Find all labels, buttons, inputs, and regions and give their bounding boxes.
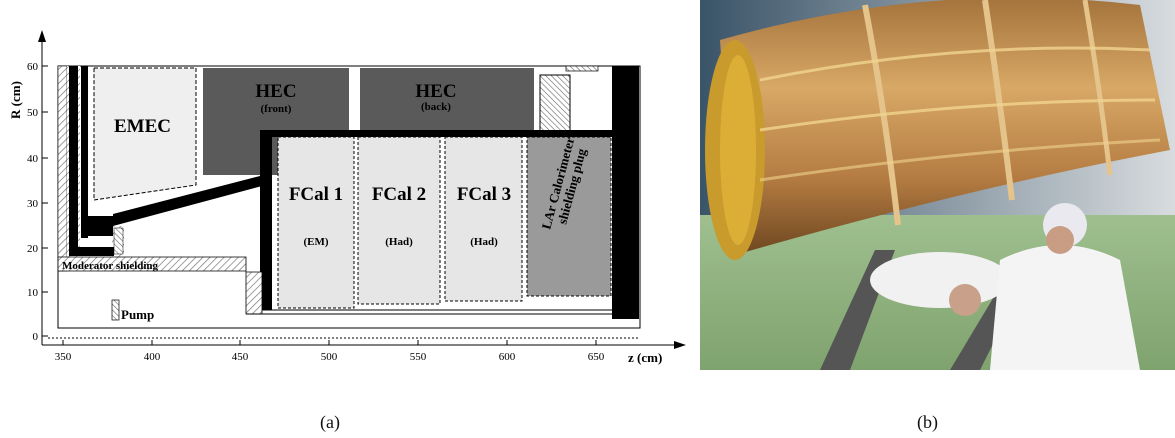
support-tube <box>113 176 262 226</box>
cold-wall-block <box>81 216 113 236</box>
cold-wall-bottom <box>69 247 114 256</box>
hatched-strip-top <box>565 65 599 72</box>
y-axis: R (cm) <box>8 30 46 345</box>
hec-front-title: HEC <box>255 81 296 102</box>
caption-b: (b) <box>917 412 938 432</box>
x-axis-label: z (cm) <box>628 350 662 365</box>
x-tick-label: 450 <box>232 351 249 363</box>
y-tick-label: 40 <box>27 153 39 165</box>
x-axis: z (cm) <box>42 341 686 365</box>
calorimeter-photo <box>700 0 1175 370</box>
worker-standing-body <box>990 245 1140 370</box>
fcal3-module <box>444 136 523 302</box>
worker-lying-head <box>949 284 981 316</box>
y-ticks: 60 50 40 30 20 10 0 <box>27 61 48 343</box>
y-tick-label: 60 <box>27 61 39 73</box>
x-ticks: 350 400 450 500 550 600 650 <box>55 340 605 363</box>
cylinder-band <box>1082 0 1113 176</box>
cylinder-stripe <box>759 98 1156 132</box>
fcal2-module <box>357 136 441 305</box>
cylinder-band <box>982 0 1015 201</box>
fcal-frame-top <box>260 130 614 137</box>
worker-lying-body <box>870 252 1010 308</box>
x-tick-label: 650 <box>588 351 605 363</box>
pump-label: Pump <box>121 307 154 322</box>
cylinder-stripe <box>759 46 1151 82</box>
detector-layout-diagram: R (cm) z (cm) 60 50 40 30 20 10 0 350 40… <box>8 30 686 365</box>
shielding-plug <box>526 136 612 297</box>
y-tick-label: 0 <box>33 331 39 343</box>
y-axis-label: R (cm) <box>8 81 23 119</box>
y-tick-label: 10 <box>27 287 39 299</box>
worker-standing-face <box>1046 226 1074 254</box>
hatched-block-top <box>539 74 571 132</box>
calorimeter-cylinder <box>720 0 1170 255</box>
x-tick-label: 600 <box>499 351 516 363</box>
small-hatch-block <box>113 227 124 255</box>
fcal-frame-right <box>612 66 639 319</box>
caption-a: (a) <box>320 412 340 432</box>
y-tick-label: 20 <box>27 243 39 255</box>
pump-icon <box>111 299 120 321</box>
cable-bundle-inner <box>720 55 756 245</box>
hec-back-region <box>360 68 534 130</box>
fcal1-sublabel: (EM) <box>303 236 328 248</box>
hec-back-title: HEC <box>415 81 456 102</box>
x-tick-label: 400 <box>144 351 161 363</box>
y-tick-label: 50 <box>27 107 39 119</box>
x-tick-label: 500 <box>321 351 338 363</box>
cylinder-band <box>862 4 901 226</box>
fcal2-label: FCal 2 <box>372 184 426 205</box>
fcal-frame-left <box>260 130 272 310</box>
fcal1-label: FCal 1 <box>289 184 343 205</box>
y-tick-label: 30 <box>27 198 39 210</box>
x-tick-label: 350 <box>55 351 72 363</box>
moderator-label: Moderator shielding <box>62 260 159 272</box>
hec-back-subtitle: (back) <box>421 101 451 113</box>
cylinder-stripe <box>759 138 1161 182</box>
x-tick-label: 550 <box>410 351 427 363</box>
emec-label: EMEC <box>114 116 171 137</box>
left-wall <box>57 65 68 272</box>
fcal3-sublabel: (Had) <box>470 236 498 248</box>
fcal1-module <box>277 136 355 309</box>
fcal3-label: FCal 3 <box>457 184 511 205</box>
cold-wall-outer <box>69 66 78 256</box>
cold-wall-inner <box>81 66 88 238</box>
emec-region <box>93 67 197 201</box>
hec-front-subtitle: (front) <box>261 103 292 115</box>
fcal2-sublabel: (Had) <box>385 236 413 248</box>
